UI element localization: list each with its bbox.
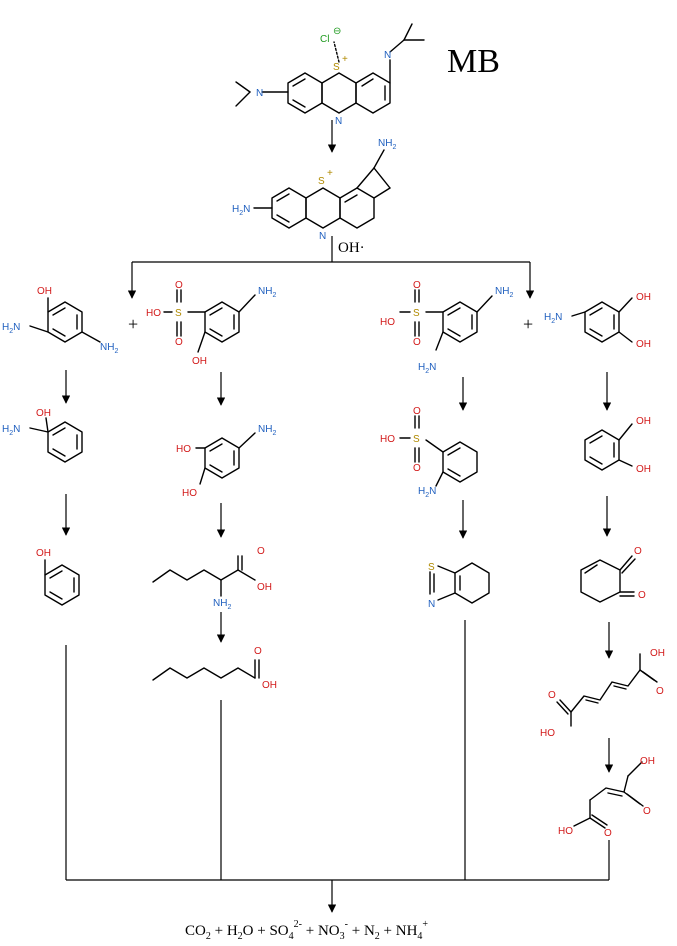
col4e-ho-bottom: HO — [558, 826, 573, 837]
col2-o-bottom: O — [175, 337, 183, 348]
col4b-oh-top: OH — [636, 416, 651, 427]
col1b-h2n-label: H2N — [2, 424, 20, 437]
cyclohexenedione-structure: O O — [580, 546, 646, 603]
col4-oh-bottom: OH — [636, 339, 651, 350]
col1b-oh-label: OH — [36, 408, 51, 419]
aminohydroxy-sulfonic-acid-structure: O S O HO NH2 OH — [146, 280, 276, 367]
diaminophenol-structure: OH H2N NH2 — [2, 286, 118, 355]
col1-oh-label: OH — [37, 286, 52, 297]
convergence-lines — [65, 620, 610, 881]
plus-left: + — [128, 314, 138, 334]
final-products-label: CO2 + H2O + SO42- + NO3- + N2 + NH4+ — [185, 919, 428, 942]
col4-oh-top: OH — [636, 292, 651, 303]
catechol-structure: OH OH — [584, 416, 651, 475]
col4c-o-top: O — [634, 546, 642, 557]
col2-nh2-label: NH2 — [258, 286, 276, 299]
col4d-o-left: O — [548, 690, 556, 701]
tetrahydrobenzothiazole-structure: S N — [428, 562, 490, 610]
ring-n-label: N — [335, 116, 342, 127]
sulfonium-label: S — [333, 62, 340, 73]
col3b-o-top: O — [413, 406, 421, 417]
intermediate-n-label: N — [319, 231, 326, 242]
col4e-oh-top: OH — [640, 756, 655, 767]
chloride-label: Cl — [320, 34, 329, 45]
col1c-oh-label: OH — [36, 548, 51, 559]
col4e-o-right: O — [643, 806, 651, 817]
col4-h2n-label: H2N — [544, 312, 562, 325]
col2c-nh2-label: NH2 — [213, 598, 231, 611]
intermediate-s-label: S — [318, 176, 325, 187]
muconic-acid-structure: OH O O HO — [540, 648, 665, 739]
maleic-acid-structure: OH O HO O — [558, 756, 655, 839]
col3c-s-label: S — [428, 562, 435, 573]
col3-ho-label: HO — [380, 317, 395, 328]
col3b-ho-label: HO — [380, 434, 395, 445]
col2-s-label: S — [175, 308, 182, 319]
aminophenol-structure: OH H2N — [2, 408, 83, 463]
col4e-o-bottom: O — [604, 828, 612, 839]
phenol-structure: OH — [36, 548, 80, 606]
col1-h2n-label: H2N — [2, 322, 20, 335]
col4c-o-bottom: O — [638, 590, 646, 601]
col4b-oh-bottom: OH — [636, 464, 651, 475]
nme2-left-label: N — [256, 88, 263, 99]
col2-oh-label: OH — [192, 356, 207, 367]
intermediate-nh2-label: NH2 — [378, 138, 396, 151]
svg-text:+: + — [327, 168, 333, 179]
col4d-ho-bottom: HO — [540, 728, 555, 739]
col3-h2n-label: H2N — [418, 362, 436, 375]
col2b-ho-bottom: HO — [182, 488, 197, 499]
col3-o-bottom: O — [413, 337, 421, 348]
col1-nh2-label: NH2 — [100, 342, 118, 355]
hexanoic-acid-structure: O OH — [152, 646, 277, 691]
col3-o-top: O — [413, 280, 421, 291]
diamino-benzenesulfonic-acid-structure: O S O HO NH2 H2N — [380, 280, 513, 375]
col2-o-top: O — [175, 280, 183, 291]
col4d-o-right: O — [656, 686, 664, 697]
col3b-h2n-label: H2N — [418, 486, 436, 499]
col2d-oh-label: OH — [262, 680, 277, 691]
col4d-oh-top: OH — [650, 648, 665, 659]
svg-text:⊖: ⊖ — [333, 26, 341, 37]
methylene-blue-structure: Cl ⊖ S + N N N MB — [235, 23, 500, 127]
col3c-n-label: N — [428, 599, 435, 610]
mb-label: MB — [447, 43, 500, 80]
diamino-intermediate-structure: S + N H2N NH2 — [232, 138, 396, 242]
svg-text:+: + — [342, 54, 348, 65]
col3-s-label: S — [413, 308, 420, 319]
aminohexanoic-acid-structure: O OH NH2 — [152, 546, 272, 611]
hydroxyl-radical-label: OH· — [338, 240, 365, 256]
aminocatechol-col4-structure: H2N OH OH — [544, 292, 651, 350]
col2c-o-label: O — [257, 546, 265, 557]
nme2-right-label: N — [384, 50, 391, 61]
col2c-oh-label: OH — [257, 582, 272, 593]
intermediate-h2n-label: H2N — [232, 204, 250, 217]
col3-nh2-label: NH2 — [495, 286, 513, 299]
col2d-o-label: O — [254, 646, 262, 657]
col3b-o-bottom: O — [413, 463, 421, 474]
aminocatechol-structure: NH2 HO HO — [176, 424, 276, 499]
aminocyclohexadiene-sulfonic-acid-structure: O S O HO H2N — [380, 406, 478, 499]
col2b-ho-top: HO — [176, 444, 191, 455]
col2b-nh2-label: NH2 — [258, 424, 276, 437]
col3b-s-label: S — [413, 434, 420, 445]
plus-right: + — [523, 314, 533, 334]
col2-ho-label: HO — [146, 308, 161, 319]
